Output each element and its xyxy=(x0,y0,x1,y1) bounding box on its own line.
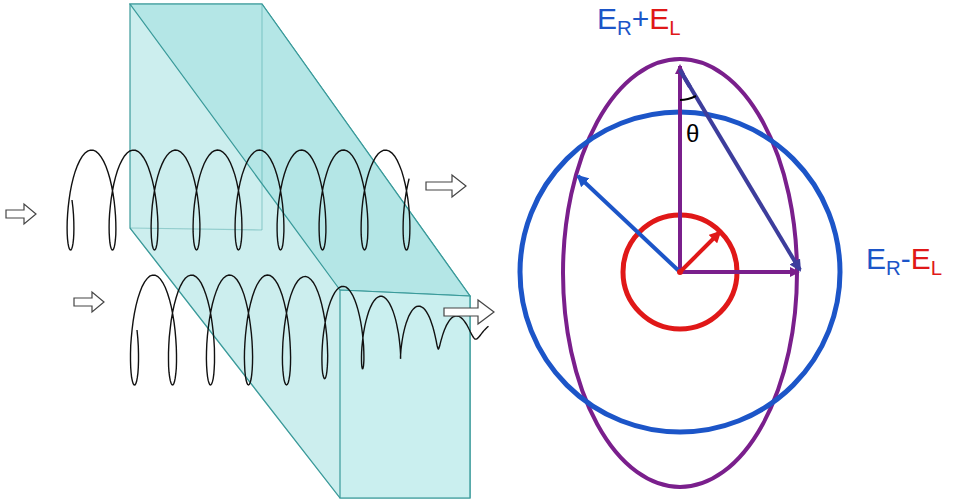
crystal-slab xyxy=(130,4,470,498)
propagation-arrow xyxy=(6,175,494,324)
helix-wave xyxy=(131,275,489,385)
vector-diagram xyxy=(520,59,840,487)
circular-wave xyxy=(67,150,488,385)
vector-label: ER+EL xyxy=(597,4,681,38)
vector-label: θ xyxy=(686,122,699,146)
vector-label: ER-EL xyxy=(866,244,942,278)
helix-wave xyxy=(67,150,410,250)
